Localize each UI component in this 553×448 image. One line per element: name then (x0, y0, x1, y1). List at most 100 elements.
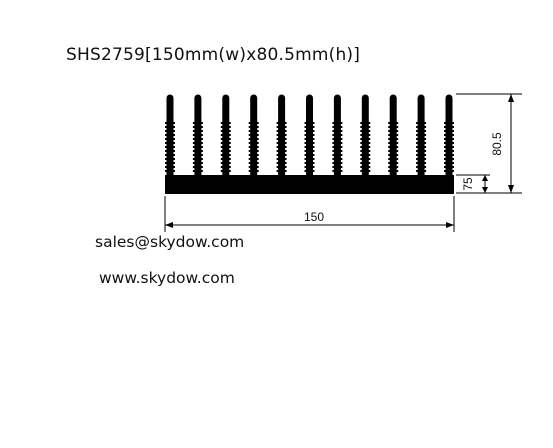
fin-tip (306, 94, 313, 102)
fin-serration (304, 122, 315, 124)
fin-serration (165, 146, 175, 148)
fin-serration (388, 150, 399, 152)
fin-serration (388, 166, 399, 168)
fin-serration (360, 122, 371, 124)
fin-serration (192, 170, 203, 172)
fin-serration (248, 126, 259, 128)
base-thickness-label: 75 (461, 177, 475, 191)
fin-serration (220, 146, 231, 148)
fin-tip (250, 94, 258, 102)
fin-serration (276, 166, 287, 168)
fin-serration (416, 138, 427, 140)
fin-serration (304, 166, 315, 168)
fin-serration (304, 130, 315, 132)
fin-serration (444, 154, 454, 156)
fin-serration (416, 166, 427, 168)
fin-serration (248, 170, 259, 172)
fin-serration (192, 154, 203, 156)
fin-serration (304, 158, 315, 160)
fin-serration (165, 158, 175, 160)
fin-serration (220, 134, 231, 136)
fin-serration (360, 130, 371, 132)
fin-serration (248, 142, 259, 144)
fin-serration (276, 130, 287, 132)
fin-serration (192, 126, 203, 128)
width-dimension: 150 (164, 196, 455, 232)
fin-serration (388, 122, 399, 124)
fin-serration (332, 158, 343, 160)
fin-serration (416, 154, 427, 156)
heatsink-fins (165, 94, 454, 178)
fin-serration (416, 134, 427, 136)
fin-serration (165, 150, 175, 152)
fin-serration (165, 138, 175, 140)
fin-tip (445, 94, 453, 102)
fin-serration (276, 126, 287, 128)
fin-serration (220, 126, 231, 128)
fin-serration (416, 162, 427, 164)
fin-serration (444, 138, 454, 140)
fin-serration (192, 138, 203, 140)
fin-serration (444, 162, 454, 164)
fin-serration (444, 122, 454, 124)
fin-tip (166, 94, 174, 102)
fin-serration (165, 162, 175, 164)
fin-serration (276, 170, 287, 172)
fin-serration (304, 126, 315, 128)
fin-serration (332, 146, 343, 148)
fin-serration (248, 166, 259, 168)
fin-serration (165, 126, 175, 128)
fin-serration (332, 130, 343, 132)
fin-serration (192, 150, 203, 152)
fin-serration (220, 138, 231, 140)
fin-serration (388, 138, 399, 140)
fin-serration (248, 122, 259, 124)
height-dimension: 80.5 (456, 93, 522, 194)
fin-serration (276, 142, 287, 144)
fin-serration (332, 150, 343, 152)
fin-serration (220, 158, 231, 160)
fin-serration (444, 170, 454, 172)
product-title: SHS2759[150mm(w)x80.5mm(h)] (66, 45, 361, 65)
fin-serration (276, 158, 287, 160)
fin-tip (361, 94, 369, 102)
fin-serration (360, 154, 371, 156)
fin-serration (192, 166, 203, 168)
fin-serration (192, 158, 203, 160)
fin-serration (332, 126, 343, 128)
fin-serration (276, 134, 287, 136)
fin-tip (222, 94, 230, 102)
fin-serration (248, 154, 259, 156)
contact-email[interactable]: sales@skydow.com (95, 233, 245, 251)
base-thickness-dimension: 75 (456, 174, 490, 193)
fin-serration (444, 130, 454, 132)
fin-serration (304, 134, 315, 136)
fin-serration (388, 142, 399, 144)
fin-serration (304, 142, 315, 144)
fin-tip (417, 94, 425, 102)
fin-serration (332, 170, 343, 172)
fin-serration (165, 122, 175, 124)
fin-serration (388, 134, 399, 136)
fin-serration (220, 170, 231, 172)
fin-serration (165, 154, 175, 156)
fin-serration (248, 146, 259, 148)
fin-serration (192, 146, 203, 148)
fin-serration (444, 142, 454, 144)
fin-tip (333, 94, 341, 102)
heatsink-base (165, 175, 454, 194)
fin-serration (360, 150, 371, 152)
fin-tip (194, 94, 202, 102)
fin-serration (192, 142, 203, 144)
fin-serration (248, 162, 259, 164)
fin-serration (388, 158, 399, 160)
fin-serration (220, 142, 231, 144)
fin-serration (388, 162, 399, 164)
contact-website[interactable]: www.skydow.com (99, 269, 235, 287)
fin-serration (248, 134, 259, 136)
fin-serration (444, 166, 454, 168)
fin-serration (165, 130, 175, 132)
fin-serration (276, 122, 287, 124)
fin-serration (416, 130, 427, 132)
